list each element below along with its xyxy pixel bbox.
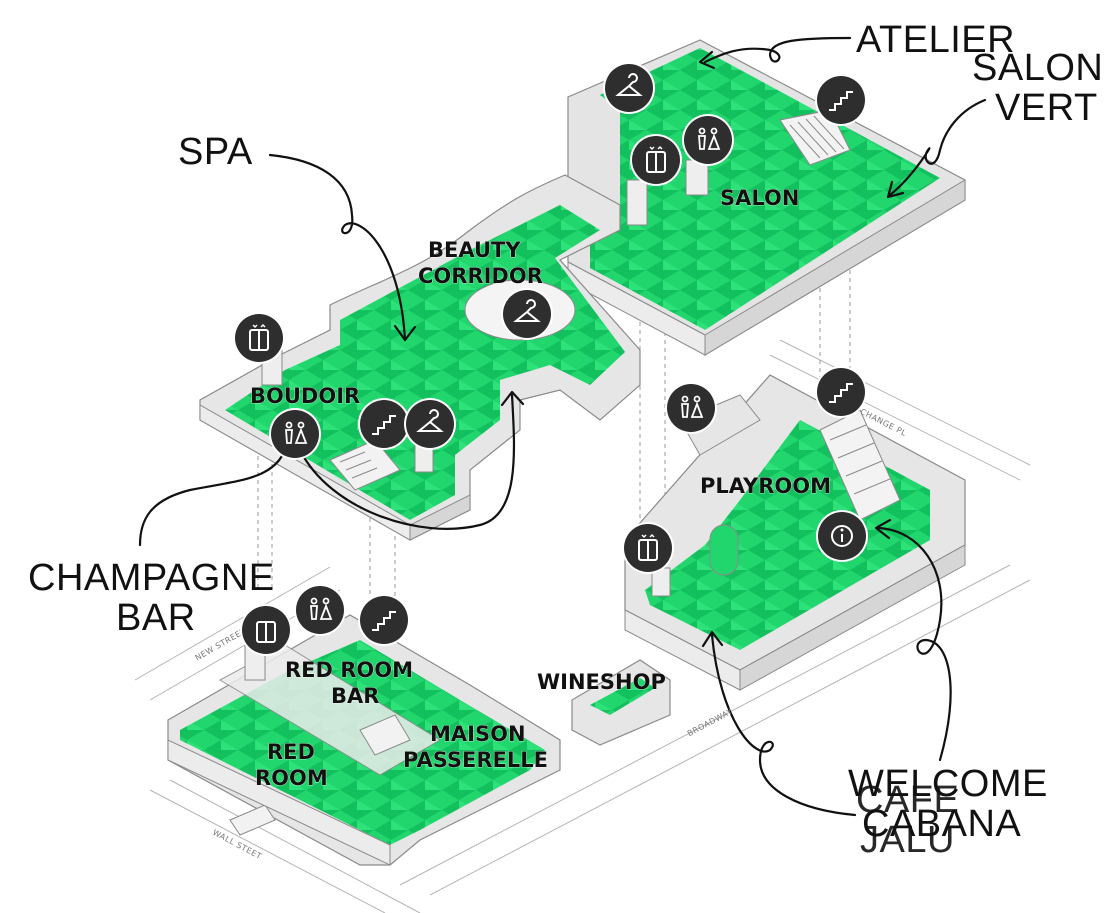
room-label-red-room-line2[interactable]: ROOM	[255, 766, 328, 791]
room-label-red-room-bar-line1[interactable]: RED ROOM	[285, 658, 414, 683]
room-label-maison-line1[interactable]: MAISON	[430, 722, 526, 747]
callout-spa[interactable]: SPA	[178, 131, 253, 173]
callout-welcome-line2[interactable]: CABANA	[862, 803, 1022, 845]
room-label-playroom[interactable]: PLAYROOM	[700, 474, 832, 499]
stairs-icon[interactable]	[817, 368, 865, 416]
room-label-maison-line2[interactable]: PASSERELLE	[403, 748, 549, 773]
salon-level	[567, 39, 966, 357]
elevator-icon[interactable]	[242, 606, 290, 654]
hanger-icon[interactable]	[605, 64, 653, 112]
stairs-icon[interactable]	[360, 596, 408, 644]
hanger-icon[interactable]	[406, 400, 454, 448]
room-label-wineshop[interactable]: WINESHOP	[537, 670, 666, 695]
room-label-beauty-line2[interactable]: CORRIDOR	[418, 264, 543, 289]
restroom-icon[interactable]	[271, 410, 319, 458]
restroom-icon[interactable]	[667, 384, 715, 432]
callout-cafe-line2[interactable]: JALU	[860, 819, 955, 861]
callout-cafe-line1[interactable]: CAFE	[856, 779, 960, 821]
elevator-icon[interactable]	[624, 524, 672, 572]
wineshop-block	[571, 659, 671, 746]
annotation-arrows	[138, 36, 987, 817]
callout-welcome-line1[interactable]: WELCOME	[848, 763, 1048, 805]
callout-salon-vert-line2[interactable]: VERT	[995, 87, 1098, 129]
room-label-boudoir[interactable]: BOUDOIR	[250, 384, 361, 409]
playroom-level	[624, 374, 966, 691]
callout-salon-vert-line1[interactable]: SALON	[972, 47, 1104, 89]
hanger-icon[interactable]	[503, 290, 551, 338]
info-icon[interactable]	[818, 512, 866, 560]
callout-champagne-line1[interactable]: CHAMPAGNE	[28, 557, 275, 599]
elevator-icon[interactable]	[632, 136, 680, 184]
restroom-icon[interactable]	[684, 116, 732, 164]
street-lines	[134, 339, 1031, 913]
restroom-icon[interactable]	[296, 586, 344, 634]
room-label-beauty-line1[interactable]: BEAUTY	[428, 238, 521, 263]
elevator-icon[interactable]	[235, 314, 283, 362]
ground-level	[167, 614, 561, 866]
room-label-red-room-line1[interactable]: RED	[267, 740, 316, 765]
stairs-icon[interactable]	[817, 76, 865, 124]
room-label-salon[interactable]: SALON	[720, 186, 800, 211]
callout-atelier[interactable]: ATELIER	[856, 19, 1016, 61]
stairs-icon[interactable]	[360, 400, 408, 448]
room-label-red-room-bar-line2[interactable]: BAR	[331, 684, 380, 709]
callout-champagne-line2[interactable]: BAR	[116, 597, 196, 639]
